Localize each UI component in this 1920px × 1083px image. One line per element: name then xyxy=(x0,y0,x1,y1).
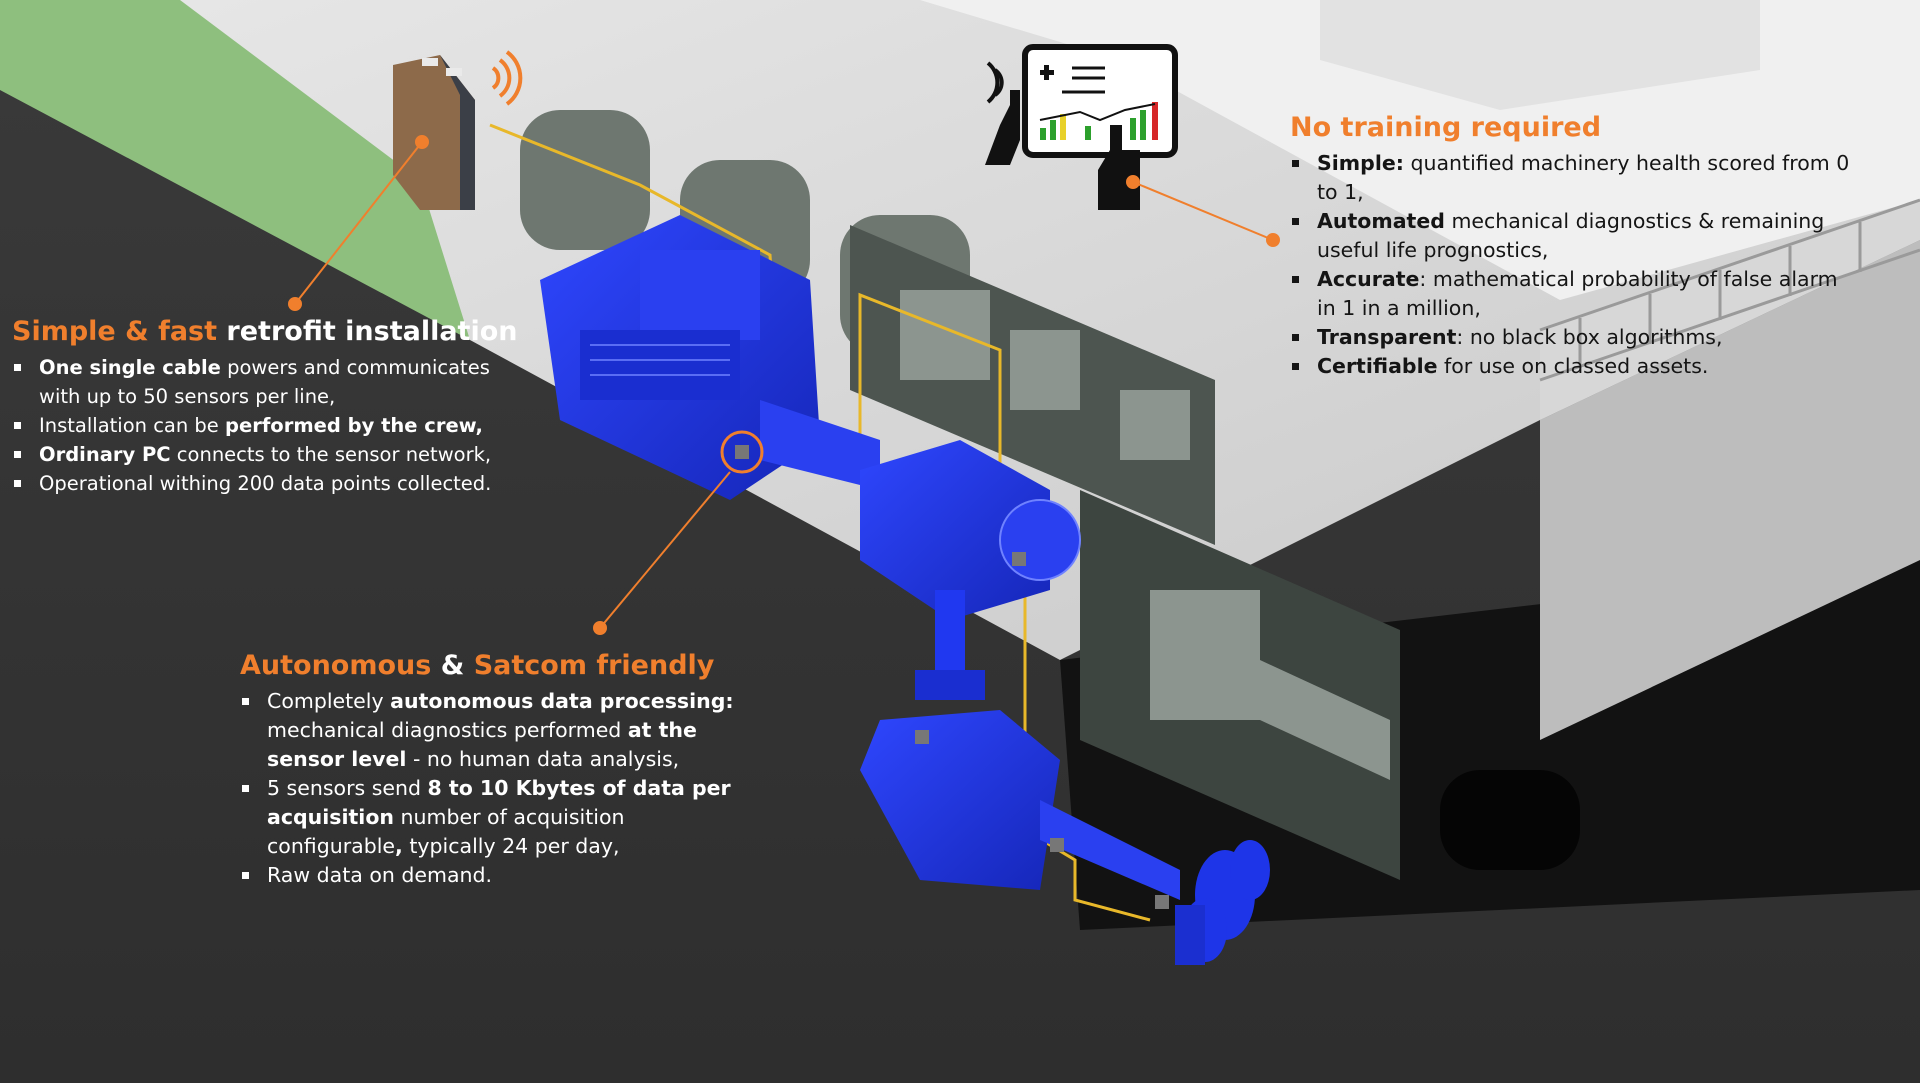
item-bold: One single cable xyxy=(39,356,221,379)
item-bold: , xyxy=(395,834,403,858)
list-item: Simple: quantified machinery health scor… xyxy=(1290,149,1850,207)
heading-accent: No training required xyxy=(1290,112,1602,143)
propeller xyxy=(1175,840,1270,965)
callout-lines xyxy=(288,135,1280,635)
list-item: One single cable powers and communicates… xyxy=(12,353,517,411)
stern-top xyxy=(1540,200,1920,420)
item-text: powers and communicates with up to 50 se… xyxy=(39,356,490,408)
item-text: : mathematical probability of false alar… xyxy=(1317,267,1838,320)
heading-accent: Simple & fast xyxy=(12,316,218,347)
no-training-list: Simple: quantified machinery health scor… xyxy=(1290,149,1850,381)
autonomous-block: Autonomous & Satcom friendly Completely … xyxy=(240,650,760,890)
item-text: Completely xyxy=(267,689,391,713)
item-text: mechanical diagnostics performed xyxy=(267,718,628,742)
simple-fast-heading: Simple & fast retrofit installation xyxy=(12,316,518,347)
item-bold: Transparent xyxy=(1317,325,1457,349)
item-text: Raw data on demand. xyxy=(267,863,493,887)
autonomous-list: Completely autonomous data processing: m… xyxy=(240,687,760,890)
heading-mid: & xyxy=(431,650,474,681)
stern-railing xyxy=(1539,198,1920,382)
item-text: : no black box algorithms, xyxy=(1456,325,1723,349)
heading-plain: retrofit installation xyxy=(217,316,518,347)
item-bold: autonomous data processing: xyxy=(390,689,734,713)
wireless-signal-icon xyxy=(491,50,523,106)
sensor-cable xyxy=(489,123,1151,922)
item-text: mechanical diagnostics & remaining usefu… xyxy=(1317,209,1825,262)
no-training-block: No training required Simple: quantified … xyxy=(1290,112,1850,381)
list-item: Completely autonomous data processing: m… xyxy=(240,687,760,774)
item-text: - no human data analysis, xyxy=(406,747,680,771)
list-item: Ordinary PC connects to the sensor netwo… xyxy=(12,440,517,469)
tablet-dashboard-icon xyxy=(985,44,1178,210)
sensor-icon xyxy=(915,730,929,744)
item-text: connects to the sensor network, xyxy=(170,443,492,466)
item-text: typically 24 per day, xyxy=(402,834,620,858)
simple-fast-list: One single cable powers and communicates… xyxy=(12,353,517,498)
main-engine xyxy=(540,215,820,500)
item-bold: Certifiable xyxy=(1317,354,1438,378)
item-bold: performed by the crew, xyxy=(225,414,483,437)
item-bold: at the sensor level xyxy=(267,718,697,771)
list-item: Raw data on demand. xyxy=(240,861,760,890)
item-text: Installation can be xyxy=(39,414,226,437)
shaft-coupling xyxy=(760,400,880,490)
item-text: 5 sensors send xyxy=(267,776,428,800)
thruster-tunnel xyxy=(1440,770,1580,870)
item-bold: Simple: xyxy=(1317,151,1404,175)
deck-superstructure xyxy=(1320,0,1760,110)
item-bold: Ordinary PC xyxy=(39,443,171,466)
list-item: Operational withing 200 data points coll… xyxy=(12,469,517,498)
item-text: for use on classed assets. xyxy=(1437,354,1709,378)
sensor-icon xyxy=(1155,895,1169,909)
no-training-heading: No training required xyxy=(1290,112,1850,143)
list-item: 5 sensors send 8 to 10 Kbytes of data pe… xyxy=(240,774,760,861)
heading-accent-1: Autonomous xyxy=(240,650,432,681)
list-item: Transparent: no black box algorithms, xyxy=(1290,323,1850,352)
heading-accent-2: Satcom friendly xyxy=(473,650,715,681)
cutaway-machinery xyxy=(900,290,1390,780)
stern-block xyxy=(1540,240,1920,740)
autonomous-heading: Autonomous & Satcom friendly xyxy=(240,650,760,681)
list-item: Certifiable for use on classed assets. xyxy=(1290,352,1850,381)
sensor-icon xyxy=(720,430,764,474)
item-bold: Automated xyxy=(1317,209,1445,233)
simple-fast-block: Simple & fast retrofit installation One … xyxy=(12,316,518,498)
list-item: Automated mechanical diagnostics & remai… xyxy=(1290,207,1850,265)
item-bold: 8 to 10 Kbytes of data per acquisition xyxy=(267,776,731,829)
item-text: quantified machinery health scored from … xyxy=(1317,151,1850,204)
gateway-device-icon xyxy=(393,55,475,210)
list-item: Installation can be performed by the cre… xyxy=(12,411,517,440)
sensor-icon xyxy=(1012,552,1026,566)
item-text: Operational withing 200 data points coll… xyxy=(39,472,492,495)
azimuth-thruster xyxy=(860,670,1180,900)
item-text: number of acquisition configurable xyxy=(267,805,625,858)
list-item: Accurate: mathematical probability of fa… xyxy=(1290,265,1850,323)
sensor-icon xyxy=(735,445,749,459)
sensor-icon xyxy=(1050,838,1064,852)
item-bold: Accurate xyxy=(1317,267,1420,291)
